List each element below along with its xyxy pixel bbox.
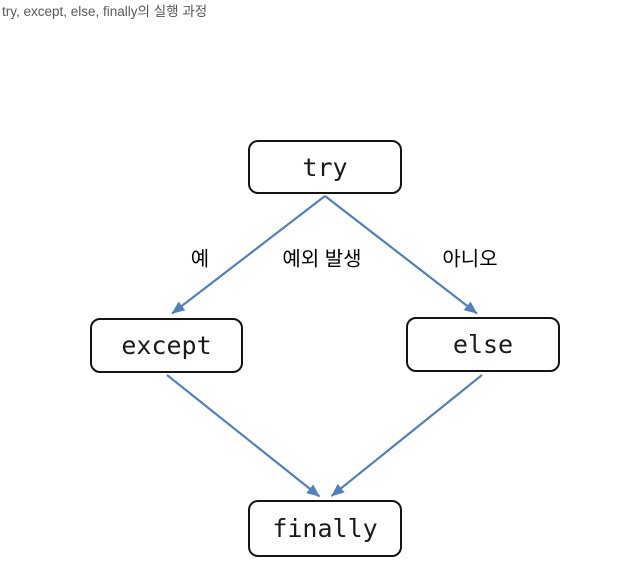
edge-label-yes: 예 <box>190 248 210 271</box>
node-except: except <box>90 318 243 373</box>
page-title: try, except, else, finally의 실행 과정 <box>2 4 208 19</box>
edge-label-no: 아니오 <box>442 248 498 271</box>
arrow-except-to-finally <box>166 374 321 498</box>
node-else: else <box>406 317 560 372</box>
edge-label-exception-occurs: 예외 발생 <box>282 248 362 271</box>
node-finally: finally <box>248 500 402 557</box>
node-try: try <box>248 140 402 194</box>
arrow-else-to-finally <box>330 374 483 497</box>
